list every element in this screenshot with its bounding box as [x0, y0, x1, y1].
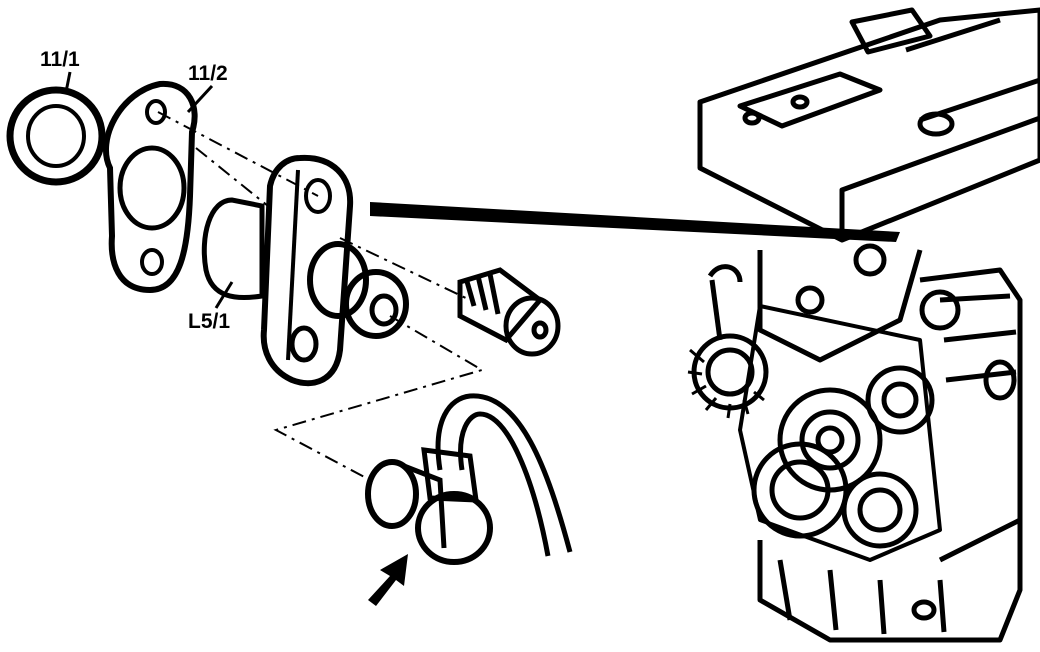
mounting-bolt	[457, 267, 561, 357]
callout-l5-1-label: L5/1	[188, 310, 230, 333]
callout-11-2-label: 11/2	[188, 62, 228, 85]
direction-arrow-icon	[368, 554, 408, 606]
crankshaft-sensor	[201, 154, 409, 387]
engine-assembly	[687, 7, 1040, 643]
location-pointer	[370, 202, 900, 242]
flange-gasket	[103, 80, 198, 294]
cable-connector	[365, 393, 573, 565]
callout-11-1-label: 11/1	[40, 48, 80, 71]
alignment-lines	[157, 111, 485, 481]
sealing-ring	[6, 86, 106, 186]
